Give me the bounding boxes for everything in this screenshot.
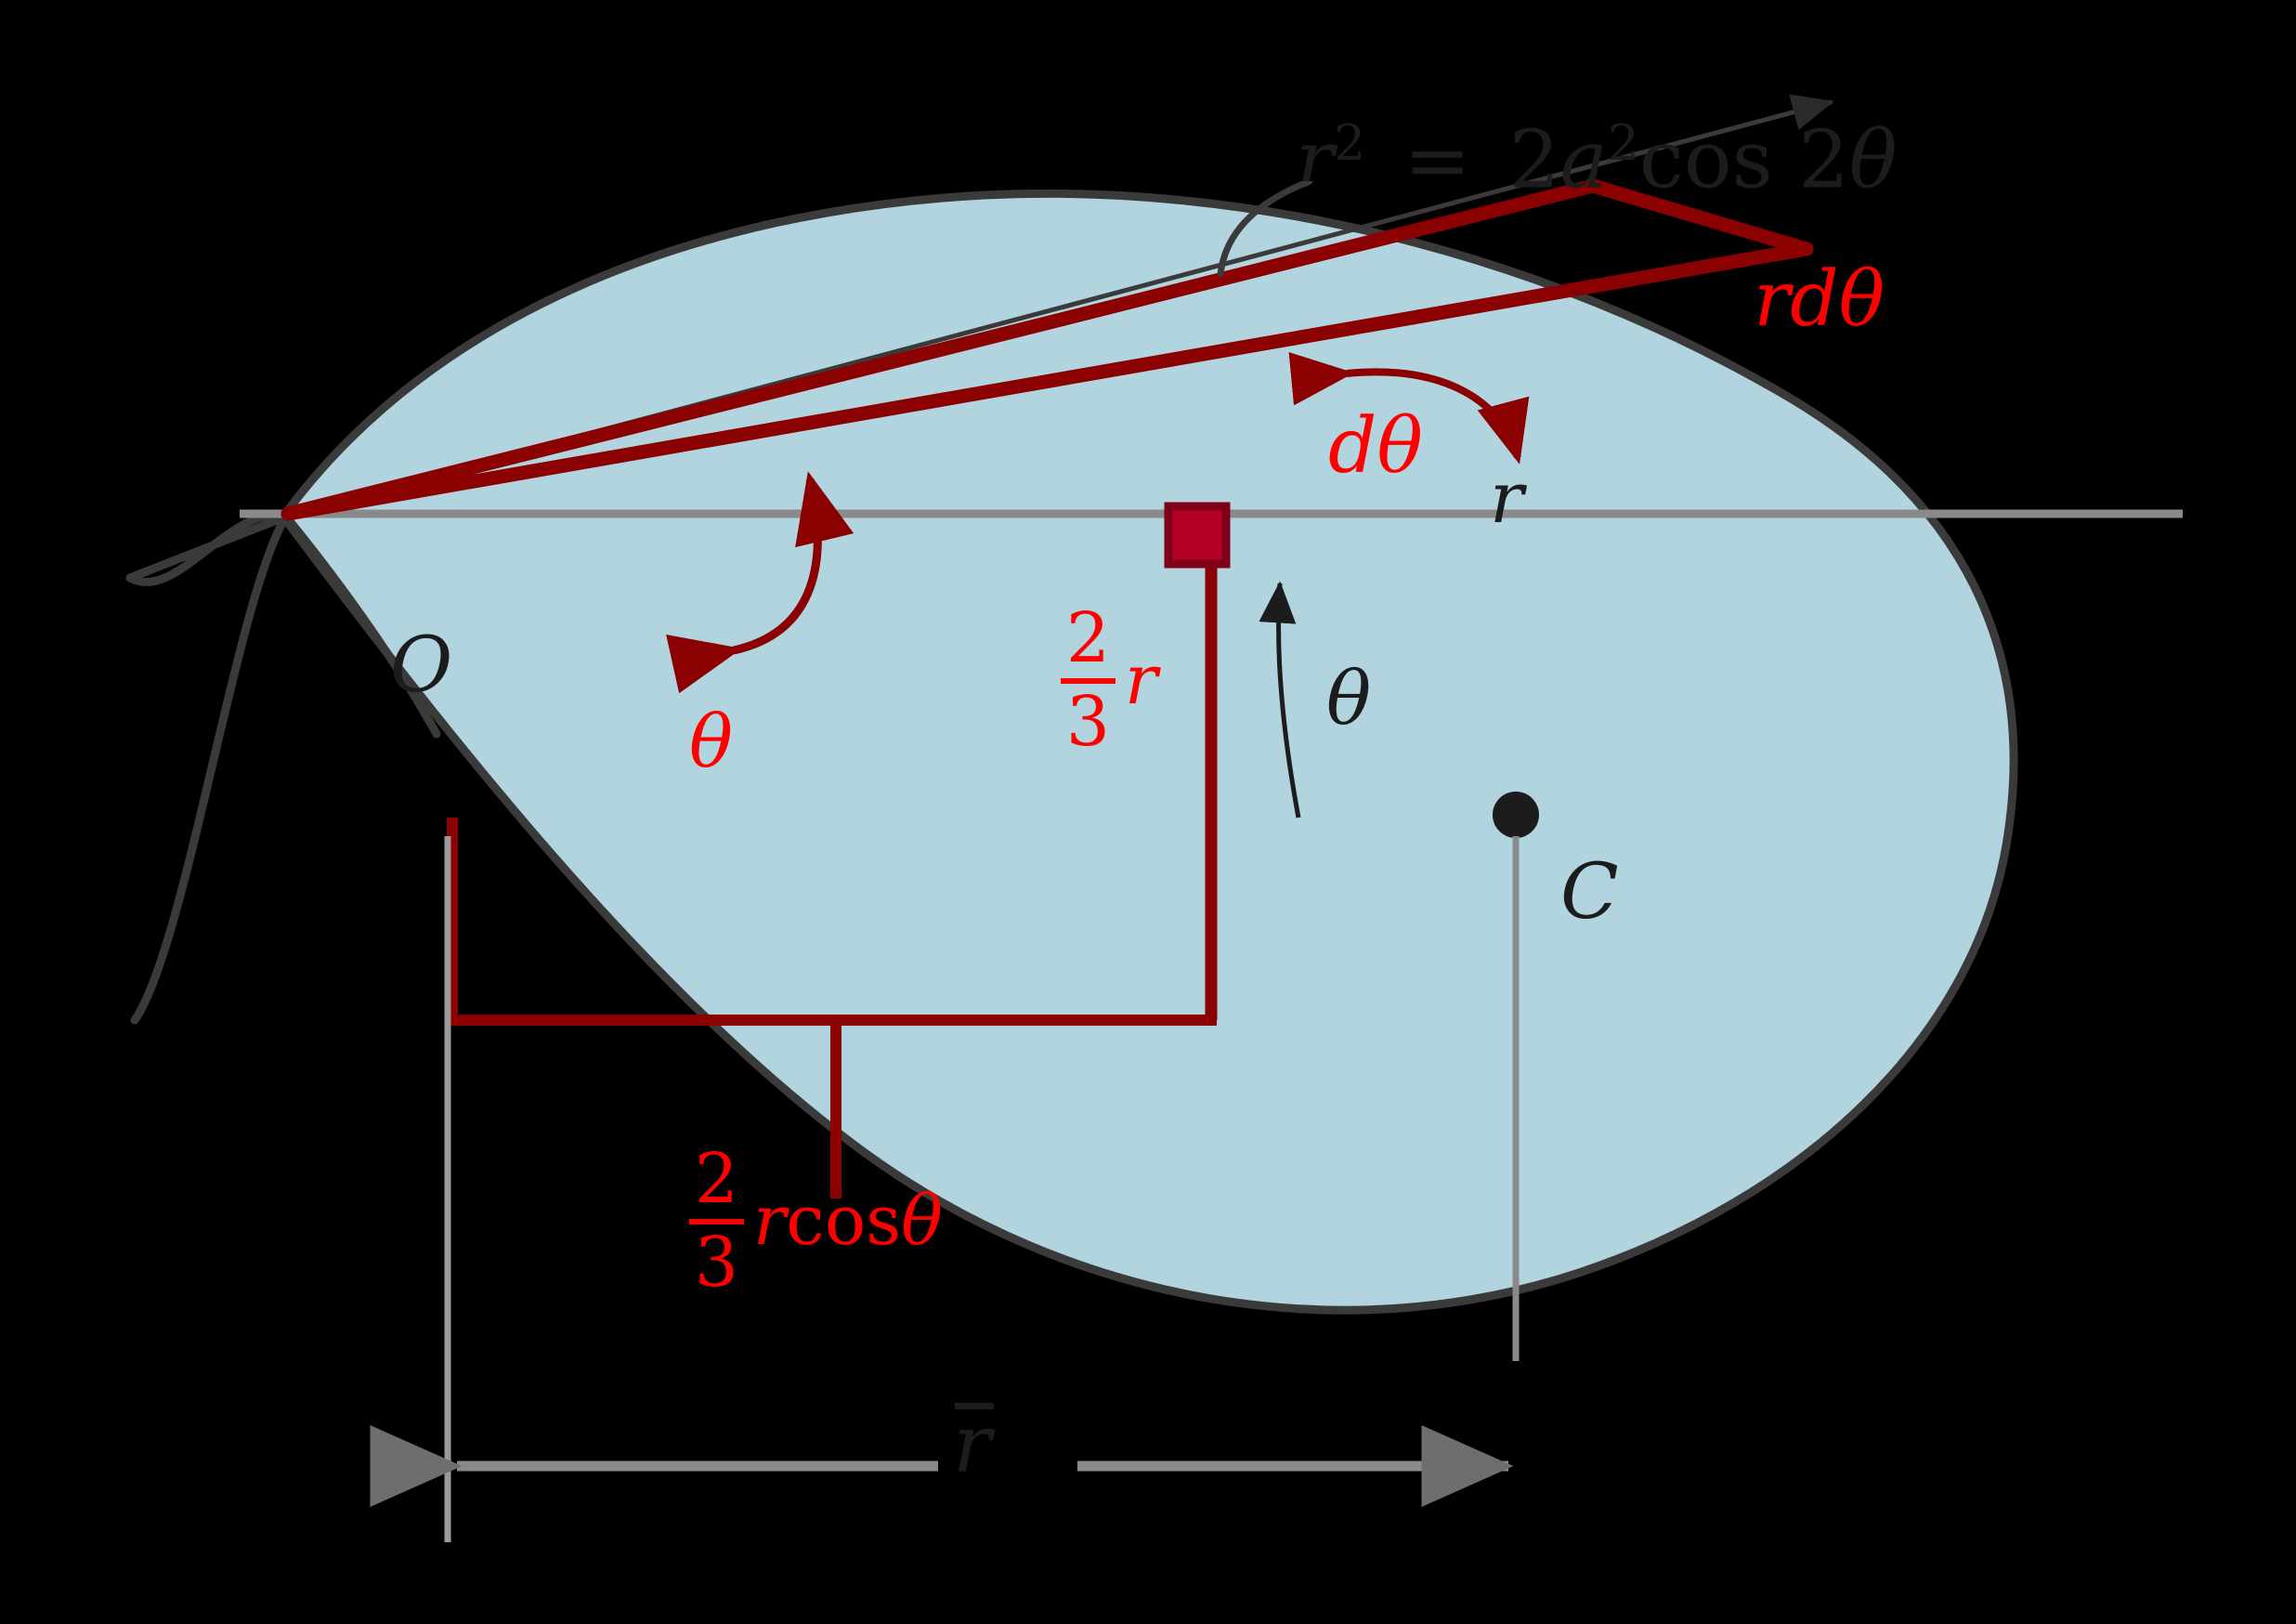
theta-arc-red [666, 471, 854, 694]
dtheta-arc-red [1288, 351, 1530, 465]
equation-leader-line [1217, 181, 1313, 278]
center-point [1493, 792, 1539, 1361]
theta-arc-black [1259, 581, 1301, 819]
centroid-construction [446, 502, 1231, 1198]
differential-sector [280, 178, 1814, 521]
